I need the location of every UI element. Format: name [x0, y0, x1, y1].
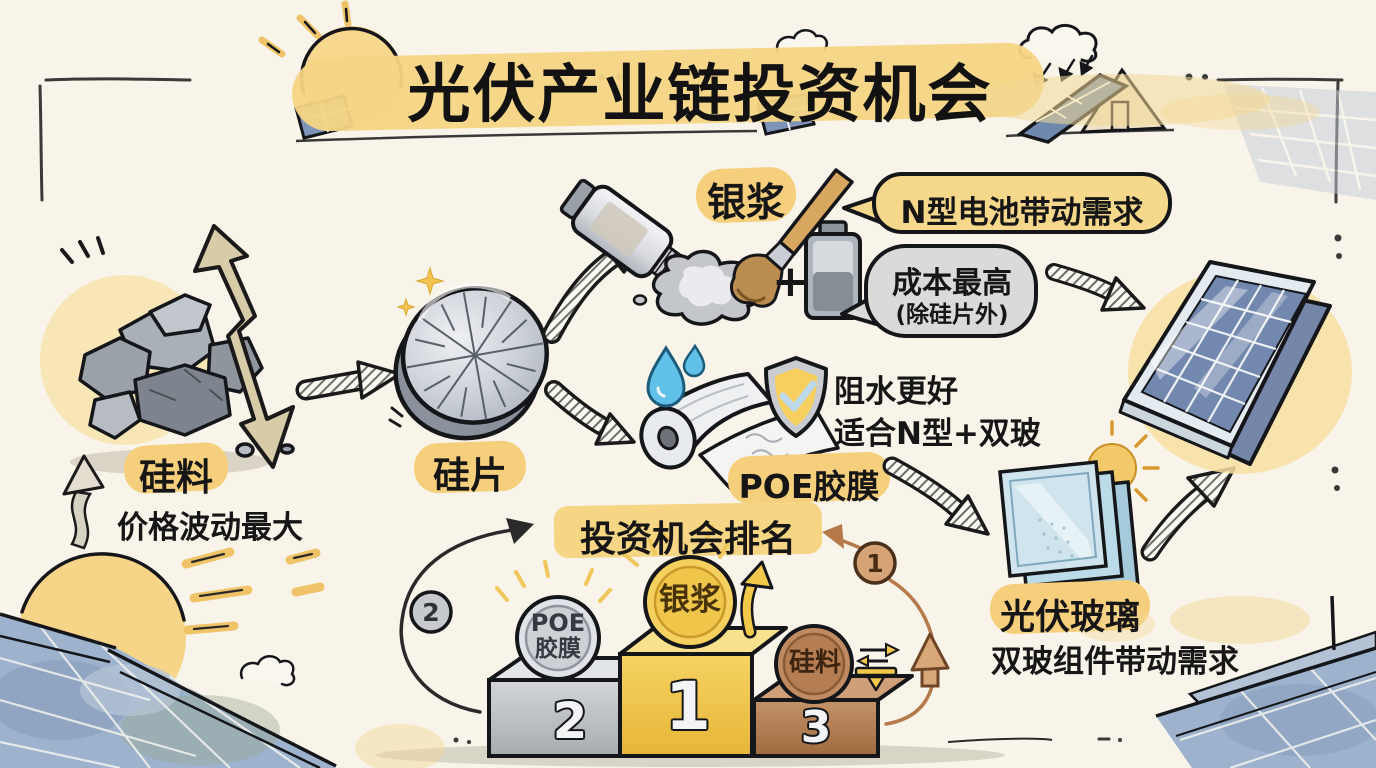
cost-speech-bubble: [840, 244, 1038, 338]
arrow-wafer-to-poe: [544, 380, 636, 446]
coin-sparkles: [495, 524, 729, 603]
wafer-label-highlight: [413, 440, 527, 494]
wafer-label: 硅片: [433, 454, 507, 497]
podium-number-3: 3: [800, 702, 832, 753]
silver-coin: [515, 595, 601, 681]
bottom-right-panel: [947, 595, 1376, 768]
solar-module-illustration: [1118, 260, 1352, 474]
rank-badge-1: 1: [866, 549, 884, 578]
balance-scale-icon: [854, 642, 901, 692]
wafer-illustration: [393, 283, 550, 441]
demand-speech-bubble: [842, 172, 1172, 234]
arrow-silicon-to-wafer: [295, 360, 402, 401]
silicon-label-highlight: [123, 442, 229, 494]
poe-label-highlight: [727, 451, 891, 505]
price-volatility-arrow: [193, 224, 295, 469]
page-title: 光伏产业链投资机会: [407, 58, 993, 131]
battery-icon: [804, 220, 862, 320]
arrow-poe-to-glass: [882, 456, 990, 536]
poe-note-1: 阻水更好: [834, 374, 958, 410]
ranking-title: 投资机会排名: [579, 519, 796, 560]
podium-number-1: 1: [665, 668, 711, 745]
bronze-coin-label: 硅料: [788, 648, 841, 678]
silicon-note: 价格波动最大: [117, 510, 303, 546]
paste-label-highlight: [695, 167, 797, 223]
arrow-paste-to-module: [1045, 263, 1146, 312]
bronze-coin: [774, 624, 854, 704]
rank1-curved-arrow: [822, 524, 950, 726]
gold-up-arrow: [740, 560, 774, 639]
corner-frame-top-left: [38, 77, 192, 202]
bottom-left-panels: [0, 612, 337, 768]
silver-coin-label-line2: 胶膜: [535, 635, 581, 662]
glass-label-highlight: [989, 580, 1151, 634]
water-drop-icon: [646, 343, 706, 408]
rank-badge-2: 2: [422, 598, 440, 627]
silicon-label: 硅料: [139, 456, 213, 499]
title-highlight: [292, 42, 1320, 132]
demand-bubble-text: N型电池带动需求: [900, 195, 1144, 231]
poe-label: POE胶膜: [738, 467, 880, 506]
silver-paste-label: 银浆: [706, 181, 785, 226]
silver-coin-label-line1: POE: [530, 609, 586, 637]
gold-coin: [643, 555, 737, 649]
gold-coin-label: 银浆: [659, 582, 721, 618]
pv-glass-illustration: [998, 420, 1160, 598]
wafer-tick-marks: [388, 406, 404, 428]
ranking-title-highlight: [553, 501, 823, 559]
paint-brush-illustration: [729, 168, 854, 308]
paste-tube-illustration: [559, 178, 688, 284]
cost-bubble-text-1: 成本最高: [892, 266, 1012, 301]
poe-note-2: 适合N型+双玻: [834, 416, 1041, 452]
rank2-curved-arrow: [399, 518, 534, 714]
glass-label: 光伏玻璃: [999, 598, 1140, 638]
price-up-squiggle-arrow: [62, 454, 105, 550]
podium-number-2: 2: [552, 692, 588, 750]
glass-note: 双玻组件带动需求: [991, 644, 1239, 680]
podium-gold-block: [618, 626, 788, 758]
cost-bubble-text-2: (除硅片外): [895, 302, 1009, 328]
wafer-sparkles: [396, 266, 445, 317]
yellow-wash: [355, 724, 445, 768]
arrow-glass-to-module: [1140, 466, 1236, 562]
shield-check-icon: [764, 356, 828, 438]
plus-sign: +: [772, 256, 809, 307]
faded-panel-top-right: [1224, 84, 1376, 200]
